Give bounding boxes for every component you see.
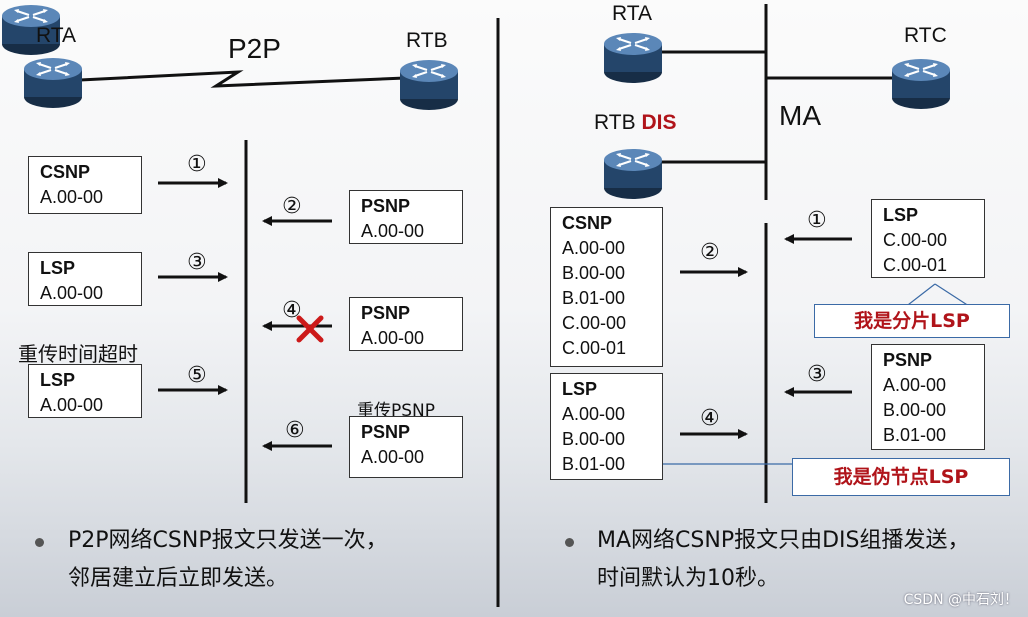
p2p-lsp-box-2: LSP A.00-00: [28, 364, 142, 418]
ma-bullet-text: MA网络CSNP报文只由DIS组播发送， 时间默认为10秒。: [597, 528, 970, 591]
bullet-dot-ma: [565, 538, 574, 547]
ma-step-3: ③: [807, 362, 827, 387]
ma-step-1: ①: [807, 208, 827, 233]
ma-router-a-label: RTA: [612, 2, 653, 25]
p2p-step-5: ⑤: [187, 363, 207, 388]
p2p-router-a-label: RTA: [36, 24, 77, 47]
router-rtc-ma-icon: [891, 58, 951, 110]
p2p-lsp-box-1: LSP A.00-00: [28, 252, 142, 306]
p2p-step-2: ②: [282, 194, 302, 219]
ma-router-b-label: RTB DIS: [594, 111, 677, 134]
bullet-dot-p2p: [35, 538, 44, 547]
ma-router-c-label: RTC: [904, 24, 947, 47]
fragment-lsp-callout: 我是分片LSP: [814, 304, 1010, 338]
drop-x-icon: [296, 315, 324, 343]
dis-tag: DIS: [641, 111, 677, 134]
p2p-step-6: ⑥: [285, 418, 305, 443]
p2p-router-b-label: RTB: [406, 29, 448, 52]
pseudonode-lsp-callout: 我是伪节点LSP: [792, 458, 1010, 496]
ma-segment-label: MA: [779, 100, 821, 131]
router-rtb-p2p-icon: [399, 59, 459, 111]
router-rta-p2p-icon: [23, 57, 83, 109]
p2p-step-1: ①: [187, 152, 207, 177]
p2p-psnp-box-3: PSNP A.00-00: [349, 416, 463, 478]
p2p-bullet-text: P2P网络CSNP报文只发送一次， 邻居建立后立即发送。: [68, 528, 388, 591]
router-rtb-ma-icon: [603, 148, 663, 200]
watermark: CSDN @中石刘！: [903, 592, 1018, 608]
p2p-psnp-box-2: PSNP A.00-00: [349, 297, 463, 351]
p2p-psnp-box-1: PSNP A.00-00: [349, 190, 463, 244]
ma-psnp-box: PSNP A.00-00 B.00-00 B.01-00: [871, 344, 985, 450]
timeout-label: 重传时间超时: [18, 342, 138, 366]
ma-lsp-box-c: LSP C.00-00 C.00-01: [871, 199, 985, 278]
p2p-step-3: ③: [187, 250, 207, 275]
p2p-link-label: P2P: [228, 33, 281, 64]
p2p-csnp-box: CSNP A.00-00: [28, 156, 142, 214]
ma-step-4: ④: [700, 406, 720, 431]
ma-step-2: ②: [700, 240, 720, 265]
ma-csnp-box: CSNP A.00-00 B.00-00 B.01-00 C.00-00 C.0…: [550, 207, 663, 367]
p2p-link: [79, 70, 406, 88]
ma-lsp-box-b: LSP A.00-00 B.00-00 B.01-00: [550, 373, 663, 480]
router-rta-ma-icon: [603, 32, 663, 84]
p2p-step-4: ④: [282, 298, 302, 323]
